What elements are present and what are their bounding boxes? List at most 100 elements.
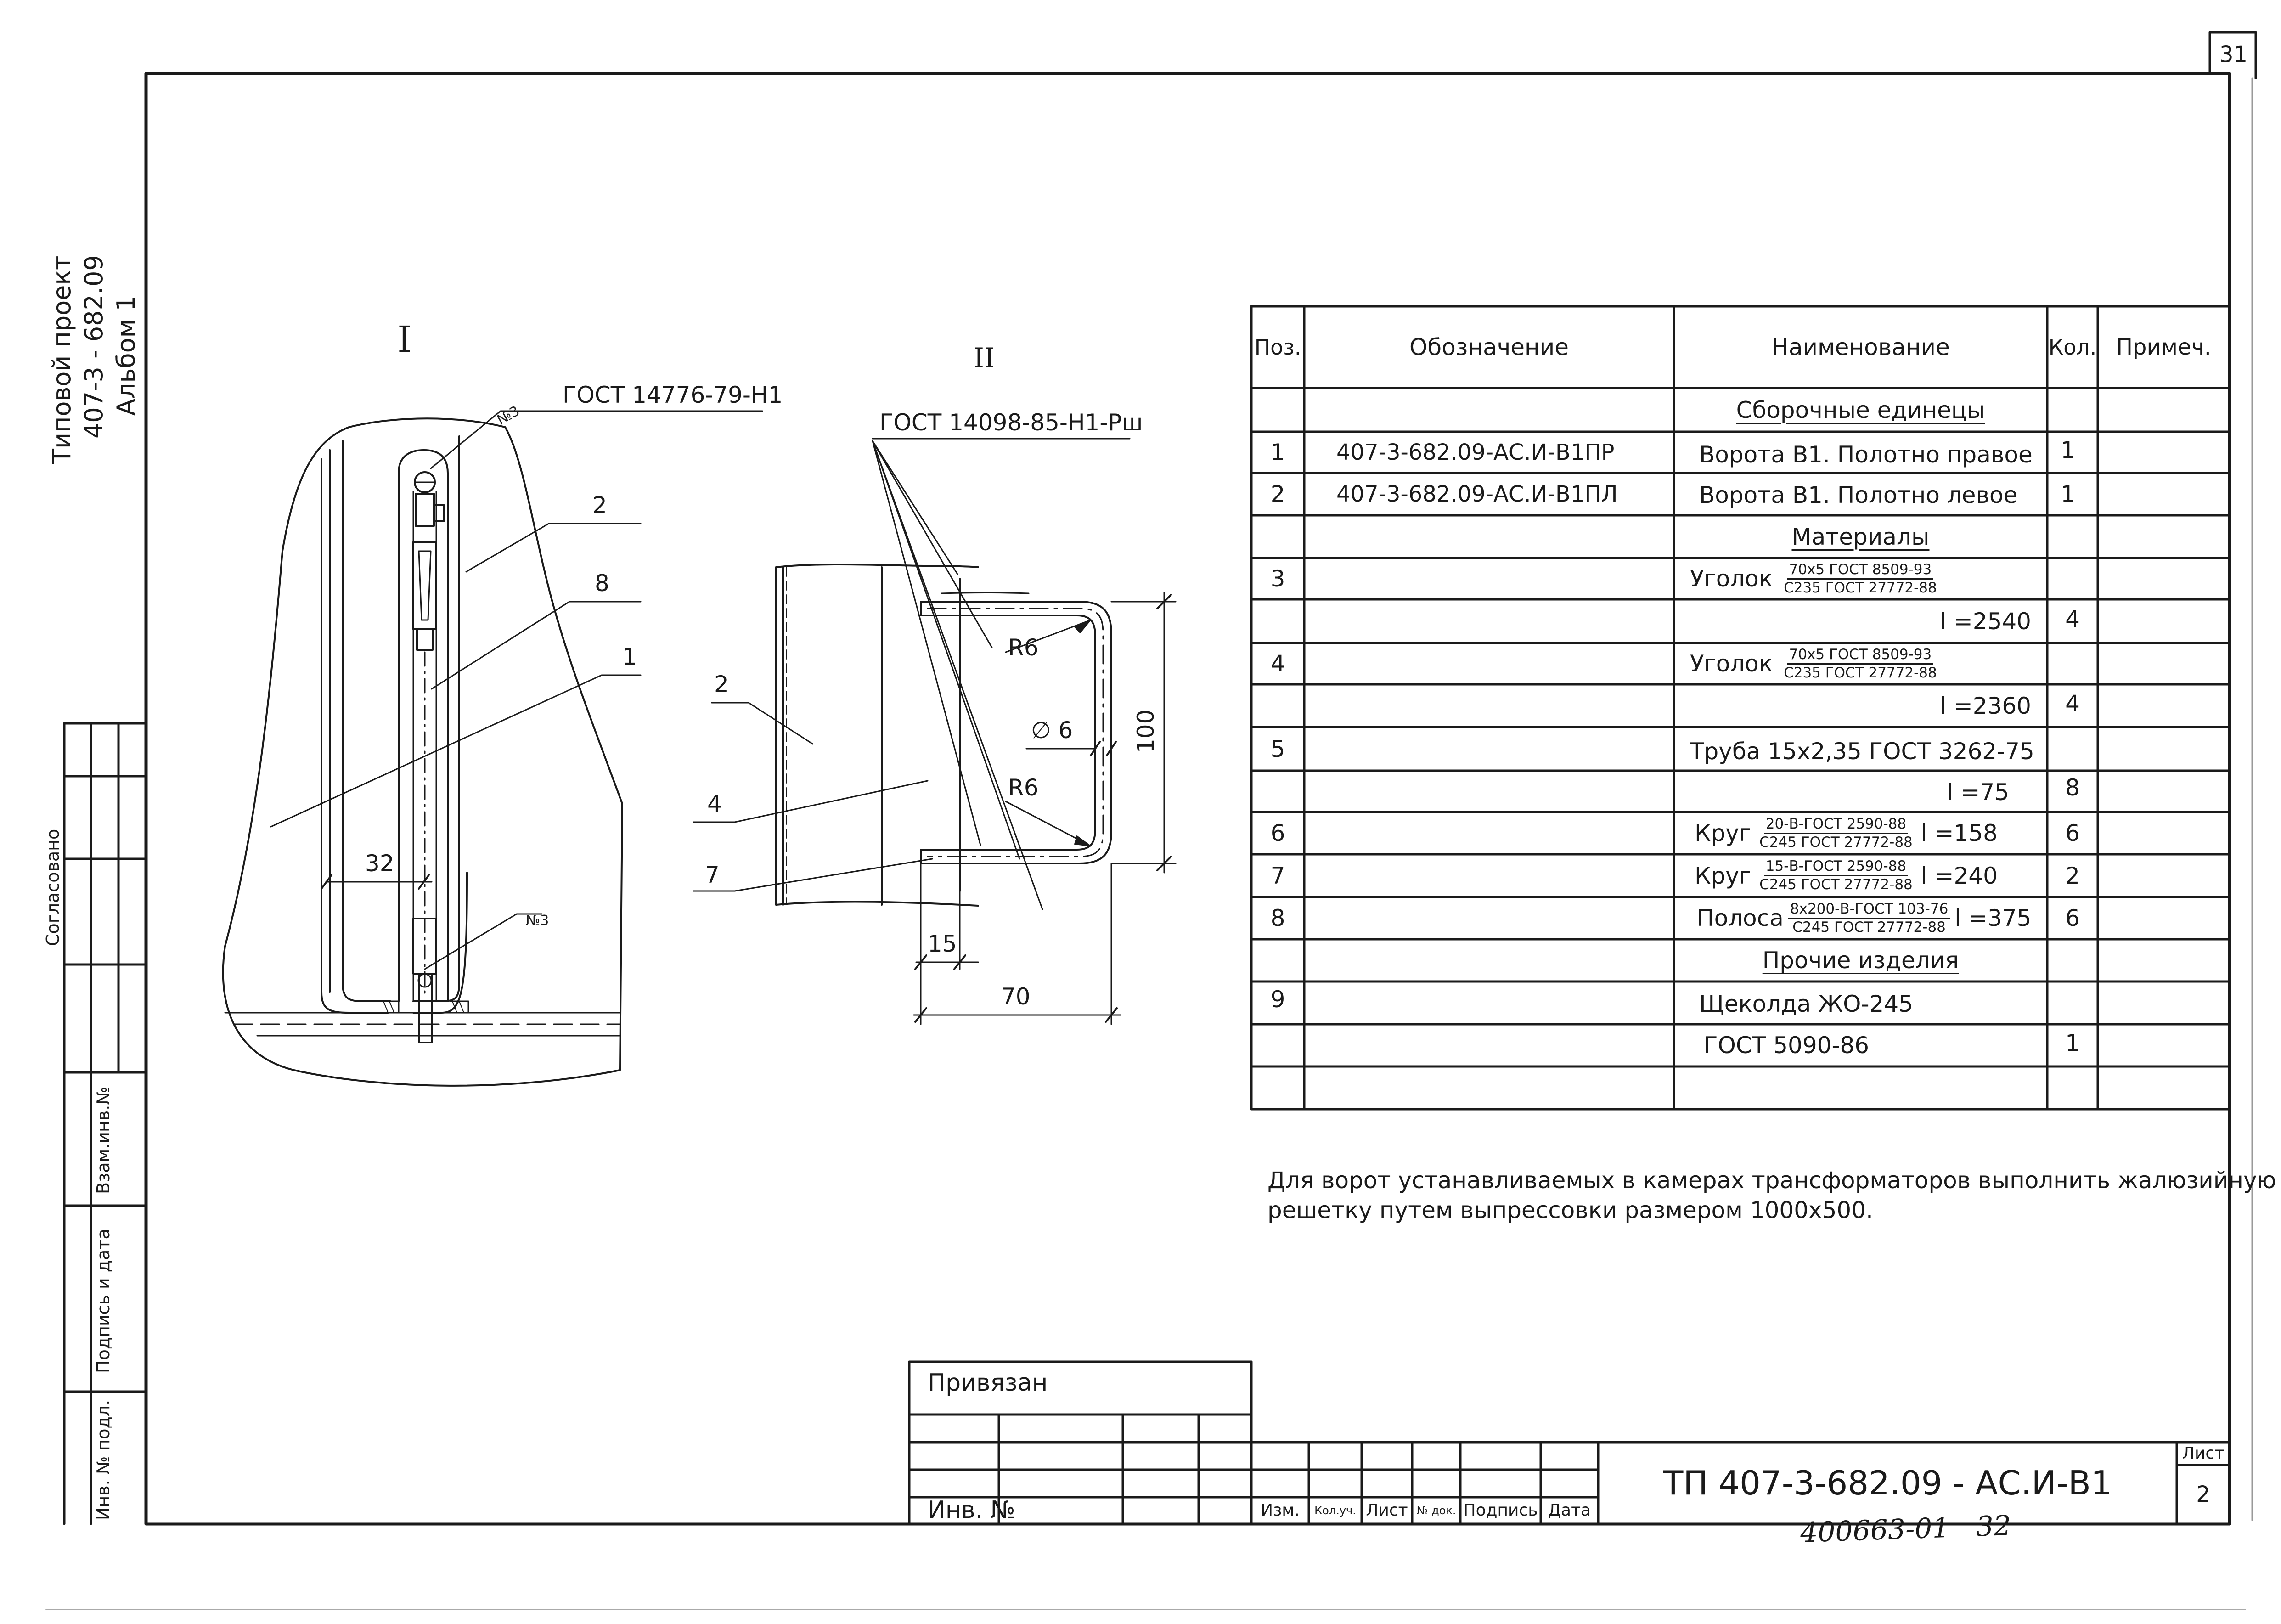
row-5-pos: 5 <box>1270 735 1285 762</box>
title-col-list: Лист <box>1366 1501 1408 1520</box>
project-title-line2: 407-3 - 682.09 <box>79 255 108 439</box>
row-4-spec-den: С235 ГОСТ 27772-88 <box>1784 664 1937 681</box>
row-9b-name: ГОСТ 5090-86 <box>1704 1032 1870 1059</box>
title-block-privyazan: Привязан <box>928 1369 1048 1397</box>
view-i-pos-8: 8 <box>595 570 609 597</box>
row-8-name-text: Полоса <box>1697 905 1784 931</box>
side-stamp-inv-orig: Инв. № подл. <box>93 1399 113 1520</box>
row-1-qty: 1 <box>2061 437 2075 463</box>
view-i-weld-mark-bottom: №3 <box>526 913 549 929</box>
row-8-spec-num: 8х200-В-ГОСТ 103-76 <box>1788 902 1950 919</box>
view-ii-title: II <box>974 342 995 373</box>
row-9-name: Щеколда ЖО-245 <box>1699 991 1913 1017</box>
row-9-pos: 9 <box>1270 986 1285 1013</box>
row-7-spec: 15-В-ГОСТ 2590-88 С245 ГОСТ 27772-88 <box>1757 859 1915 892</box>
title-col-kol-uch: Кол.уч. <box>1314 1504 1356 1517</box>
frame <box>45 31 2257 1610</box>
row-7-name-text: Круг <box>1695 862 1752 889</box>
row-8-pos: 8 <box>1270 905 1285 931</box>
row-8-name: Полоса 8х200-В-ГОСТ 103-76 С245 ГОСТ 277… <box>1697 897 2047 939</box>
title-block-grid <box>908 1360 2231 1525</box>
section-assembly: Сборочные единецы <box>1736 396 1985 423</box>
row-6-spec-num: 20-В-ГОСТ 2590-88 <box>1763 817 1909 834</box>
view-i-gost-label: ГОСТ 14776-79-Н1 <box>563 382 783 408</box>
row-6-length: l =158 <box>1921 820 1998 846</box>
view-i-pos-2: 2 <box>592 492 607 519</box>
row-3-name: Уголок 70х5 ГОСТ 8509-93 С235 ГОСТ 27772… <box>1690 558 2047 599</box>
row-3-name-text: Уголок <box>1690 565 1773 592</box>
row-8-spec-den: С245 ГОСТ 27772-88 <box>1792 919 1946 936</box>
row-5-qty: 8 <box>2065 774 2080 801</box>
title-sheet-label: Лист <box>2182 1444 2225 1463</box>
title-doc-code: ТП 407-3-682.09 - АС.И-В1 <box>1663 1464 2112 1502</box>
view-ii-pos-2: 2 <box>714 671 729 698</box>
view-i-dim-32: 32 <box>365 850 394 877</box>
project-title-line3: Альбом 1 <box>112 295 141 416</box>
note-line-1: Для ворот устанавливаемых в камерах тран… <box>1267 1167 2276 1194</box>
row-5-length: l =75 <box>1947 779 2009 806</box>
view-ii-dim-100: 100 <box>1132 709 1159 753</box>
title-col-signature: Подпись <box>1463 1501 1538 1520</box>
row-6-spec: 20-В-ГОСТ 2590-88 С245 ГОСТ 27772-88 <box>1757 817 1915 850</box>
row-2-qty: 1 <box>2061 481 2075 508</box>
title-col-doc-no: № док. <box>1416 1504 1456 1517</box>
row-3-spec-num: 70х5 ГОСТ 8509-93 <box>1787 562 1934 580</box>
header-note: Примеч. <box>2116 334 2212 360</box>
view-ii-r6-top: R6 <box>1008 634 1039 661</box>
title-block-inv-no: Инв. № <box>928 1496 1015 1524</box>
row-7-name: Круг 15-В-ГОСТ 2590-88 С245 ГОСТ 27772-8… <box>1695 854 2047 897</box>
header-pos: Поз. <box>1254 335 1301 360</box>
row-4-qty: 4 <box>2065 690 2080 717</box>
row-8-spec: 8х200-В-ГОСТ 103-76 С245 ГОСТ 27772-88 <box>1788 902 1950 935</box>
header-designation: Обозначение <box>1409 334 1569 361</box>
side-stamp-grid <box>63 722 147 1525</box>
view-ii-pos-4: 4 <box>707 790 722 817</box>
row-7-qty: 2 <box>2065 862 2080 889</box>
row-3-length: l =2540 <box>1940 608 2031 635</box>
row-6-qty: 6 <box>2065 820 2080 846</box>
row-6-name-text: Круг <box>1695 820 1752 846</box>
view-ii-dim-70: 70 <box>1001 983 1031 1010</box>
view-i-drawing <box>222 410 763 1087</box>
note-line-2: решетку путем выпрессовки размером 1000х… <box>1267 1197 1873 1224</box>
view-ii-drawing <box>693 438 1177 1025</box>
handwritten-number: 400663-01 32 <box>1799 1510 2012 1549</box>
page-number: 31 <box>2219 42 2248 68</box>
project-title-line1: Типовой проект <box>47 255 76 464</box>
row-7-pos: 7 <box>1270 862 1285 889</box>
row-4-name-text: Уголок <box>1690 650 1773 677</box>
row-3-spec-den: С235 ГОСТ 27772-88 <box>1784 579 1937 596</box>
side-stamp-replaced-inv: Взам.инв.№ <box>93 1087 113 1194</box>
row-1-name: Ворота В1. Полотно правое <box>1699 441 2033 468</box>
row-4-name: Уголок 70х5 ГОСТ 8509-93 С235 ГОСТ 27772… <box>1690 643 2047 684</box>
row-4-spec: 70х5 ГОСТ 8509-93 С235 ГОСТ 27772-88 <box>1782 647 1939 680</box>
row-6-name: Круг 20-В-ГОСТ 2590-88 С245 ГОСТ 27772-8… <box>1695 812 2047 854</box>
section-other: Прочие изделия <box>1762 947 1959 974</box>
header-qty: Кол. <box>2048 335 2097 360</box>
row-2-designation: 407-3-682.09-АС.И-В1ПЛ <box>1336 481 1618 507</box>
row-1-pos: 1 <box>1270 439 1285 466</box>
row-7-length: l =240 <box>1921 862 1998 889</box>
row-9b-qty: 1 <box>2065 1030 2080 1056</box>
view-ii-dim-15: 15 <box>928 930 957 957</box>
row-7-spec-den: С245 ГОСТ 27772-88 <box>1759 876 1913 893</box>
row-7-spec-num: 15-В-ГОСТ 2590-88 <box>1763 859 1909 876</box>
view-i-pos-1: 1 <box>622 643 637 670</box>
row-5-name: Труба 15х2,35 ГОСТ 3262-75 <box>1690 738 2034 765</box>
row-4-length: l =2360 <box>1940 692 2031 719</box>
view-ii-r6-bottom: R6 <box>1008 774 1039 801</box>
view-ii-diameter: ∅ 6 <box>1031 717 1073 744</box>
view-ii-pos-7: 7 <box>705 862 720 888</box>
row-3-pos: 3 <box>1270 565 1285 592</box>
row-6-spec-den: С245 ГОСТ 27772-88 <box>1759 834 1913 851</box>
view-ii-gost-label: ГОСТ 14098-85-Н1-Рш <box>879 409 1143 436</box>
side-stamp-sign-date: Подпись и дата <box>93 1229 113 1373</box>
spec-table-grid <box>1250 305 2231 1111</box>
row-3-qty: 4 <box>2065 605 2080 632</box>
title-col-date: Дата <box>1548 1501 1591 1520</box>
row-2-name: Ворота В1. Полотно левое <box>1699 482 2018 508</box>
side-stamp-agreed: Согласовано <box>43 829 63 946</box>
row-8-qty: 6 <box>2065 905 2080 931</box>
row-4-pos: 4 <box>1270 650 1285 677</box>
